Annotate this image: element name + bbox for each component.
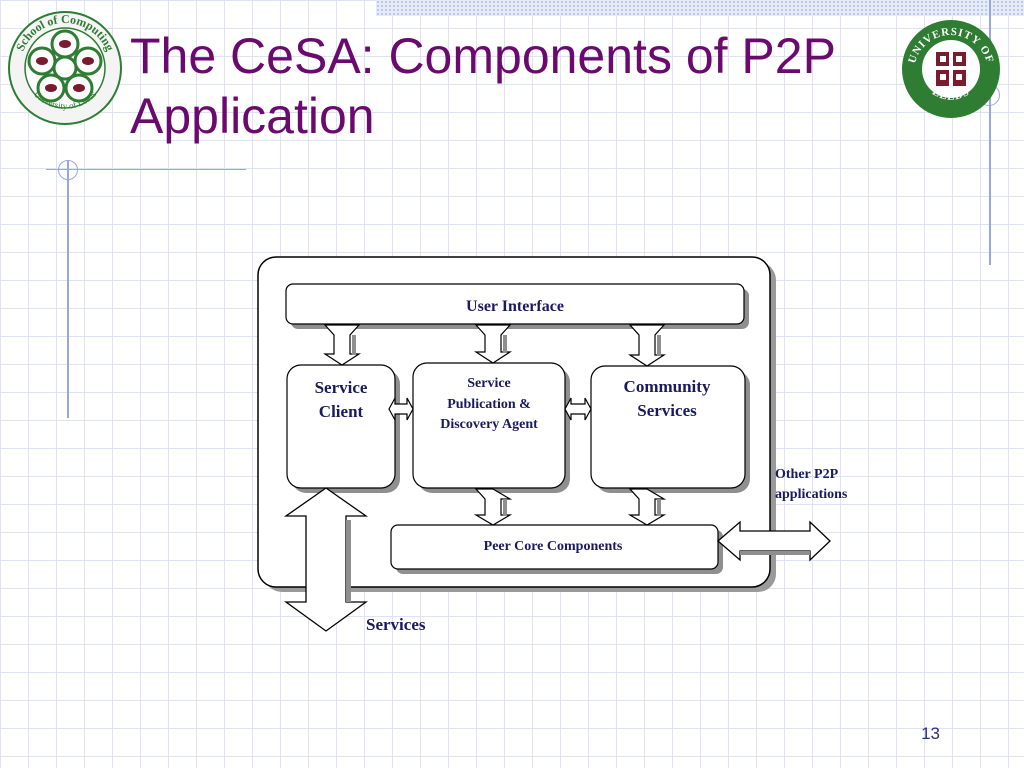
publication-agent-label-3: Discovery Agent [440, 417, 538, 432]
community-services-label-2: Services [637, 401, 697, 420]
svg-text:LEEDS: LEEDS [930, 86, 972, 103]
slide-title-line2: Application [130, 88, 375, 144]
arrow-client-agent [388, 397, 414, 421]
other-p2p-label-1: Other P2P [775, 467, 839, 482]
user-interface-box [285, 283, 745, 325]
arrow-ui-service-client [322, 324, 362, 366]
service-client-label-1: Service [315, 378, 368, 397]
publication-agent-box [412, 362, 566, 489]
peer-core-box [390, 524, 719, 570]
services-label: Services [366, 615, 426, 634]
page-number: 13 [921, 724, 940, 743]
arrow-ui-publication-agent [473, 324, 513, 364]
arrow-agent-peer-core [473, 488, 513, 526]
arrow-agent-community [564, 397, 592, 421]
shield-icon [936, 52, 966, 86]
user-interface-label: User Interface [466, 298, 564, 315]
logo-right-ring-bottom: LEEDS [930, 86, 971, 103]
slide-title: The CeSA: Components of P2P Application [130, 26, 910, 146]
school-of-computing-logo: School of Computing University of Leeds [8, 11, 122, 125]
decorative-vertical-line-right [989, 0, 991, 265]
top-pattern-band [376, 0, 1024, 16]
decorative-horizontal-line-left [46, 169, 246, 170]
slide-title-line1: The CeSA: Components of P2P [130, 28, 836, 84]
rose-emblem-icon [27, 29, 103, 103]
community-services-box [590, 365, 746, 489]
decorative-vertical-line-left [67, 160, 69, 418]
university-of-leeds-logo: UNIVERSITY OF LEEDS [902, 20, 1000, 118]
publication-agent-label-2: Publication & [447, 397, 531, 412]
decorative-circle-left [58, 160, 78, 180]
other-p2p-label-2: applications [775, 487, 848, 502]
arrow-ui-community-services [627, 324, 667, 367]
publication-agent-label-1: Service [467, 376, 511, 391]
peer-core-label: Peer Core Components [484, 539, 623, 554]
community-services-label-1: Community [624, 377, 711, 396]
arrow-community-peer-core [627, 488, 667, 526]
service-client-label-2: Client [319, 402, 364, 421]
